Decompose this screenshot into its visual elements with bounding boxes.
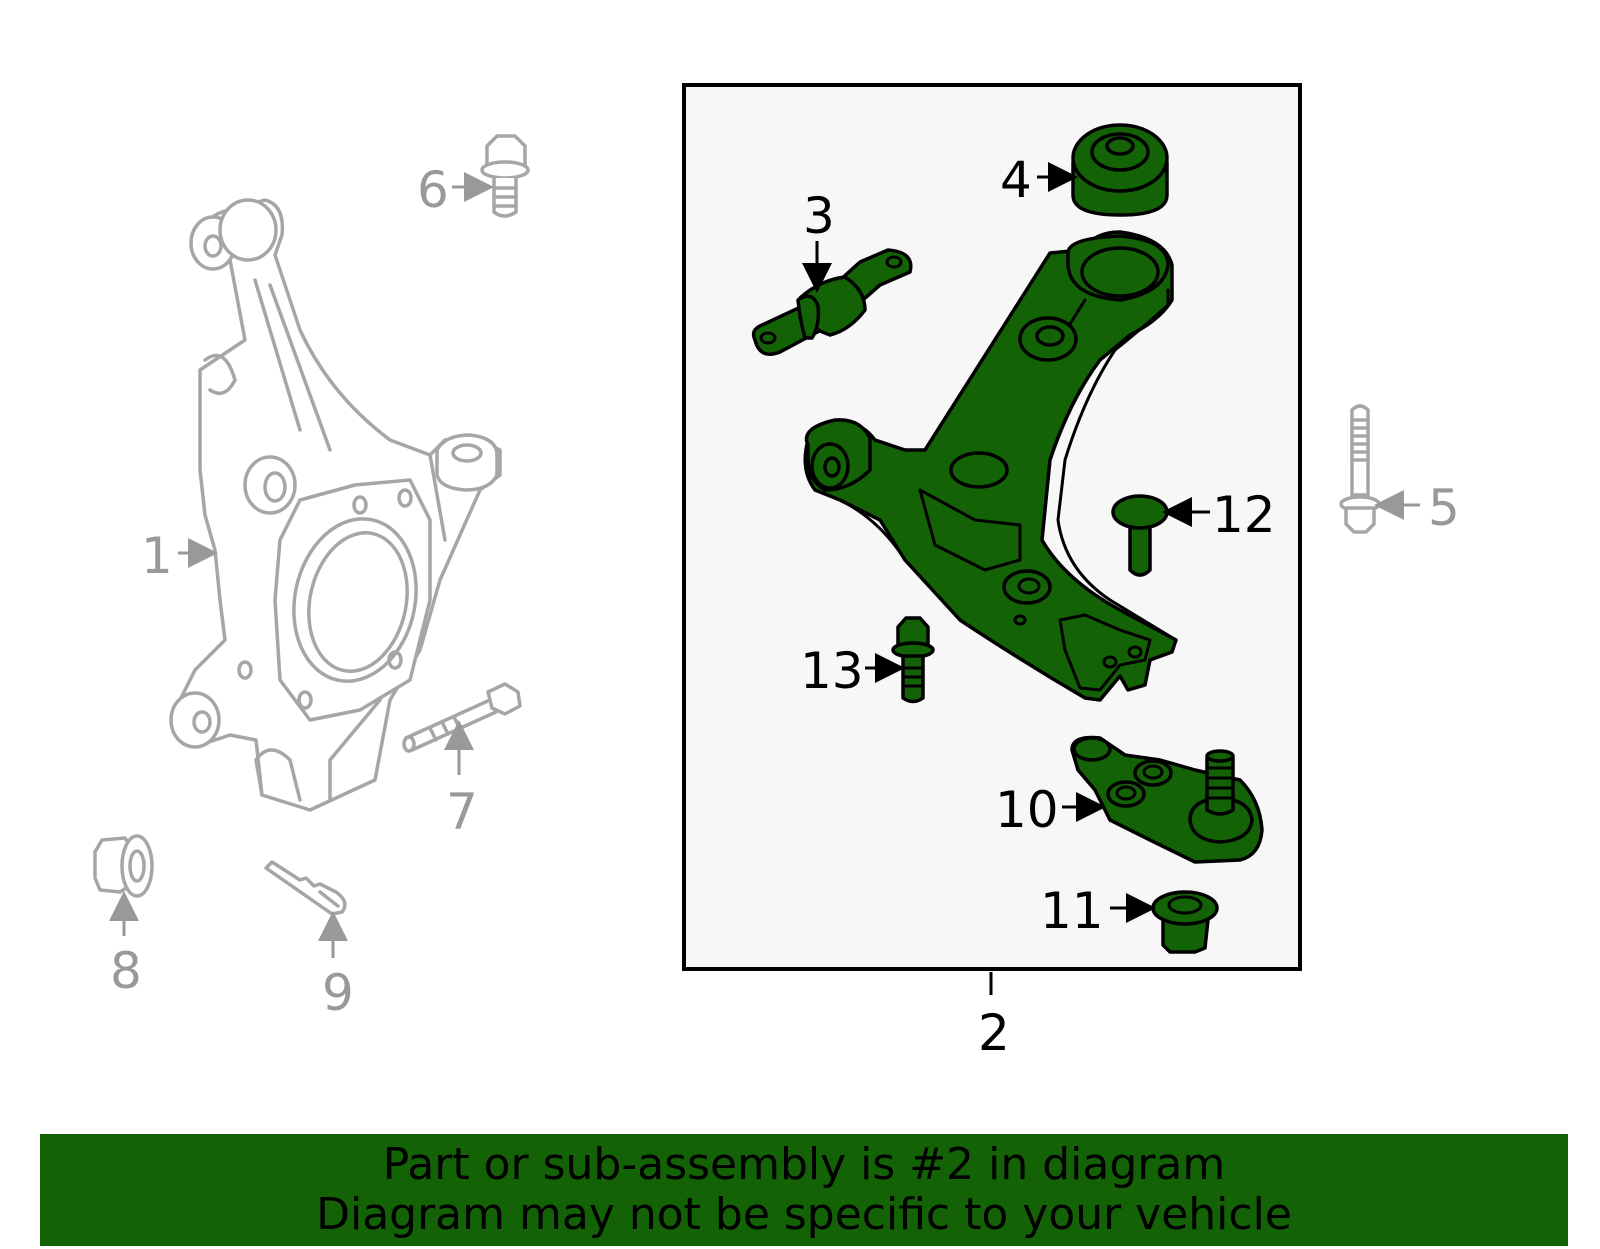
callout-9[interactable]: 9 xyxy=(322,964,354,1022)
bolt-6-part[interactable] xyxy=(480,134,530,218)
clip-9-part[interactable] xyxy=(264,860,347,916)
lower-control-arm-part[interactable] xyxy=(803,230,1178,702)
callout-6[interactable]: 6 xyxy=(417,161,449,219)
callout-10[interactable]: 10 xyxy=(995,781,1059,839)
callout-2[interactable]: 2 xyxy=(978,1004,1010,1062)
info-banner: Part or sub-assembly is #2 in diagram Di… xyxy=(40,1134,1568,1246)
steering-knuckle-part[interactable] xyxy=(169,198,502,812)
nut-8-part[interactable] xyxy=(93,834,154,898)
banner-line-2: Diagram may not be specific to your vehi… xyxy=(316,1189,1292,1240)
callout-5[interactable]: 5 xyxy=(1428,479,1460,537)
bolt-7-part[interactable] xyxy=(402,682,522,753)
callout-1[interactable]: 1 xyxy=(141,527,173,585)
bolt-13-part[interactable] xyxy=(891,616,935,704)
bushing-4-part[interactable] xyxy=(1071,123,1169,217)
callout-13[interactable]: 13 xyxy=(800,642,864,700)
callout-3[interactable]: 3 xyxy=(803,187,835,245)
callout-11[interactable]: 11 xyxy=(1040,882,1104,940)
bolt-5-part[interactable] xyxy=(1339,404,1381,534)
callout-4[interactable]: 4 xyxy=(1000,151,1032,209)
callout-7[interactable]: 7 xyxy=(446,783,478,841)
callout-8[interactable]: 8 xyxy=(110,942,142,1000)
callout-12[interactable]: 12 xyxy=(1212,486,1276,544)
banner-line-1: Part or sub-assembly is #2 in diagram xyxy=(382,1139,1226,1190)
ball-joint-10-part[interactable] xyxy=(1070,735,1264,864)
